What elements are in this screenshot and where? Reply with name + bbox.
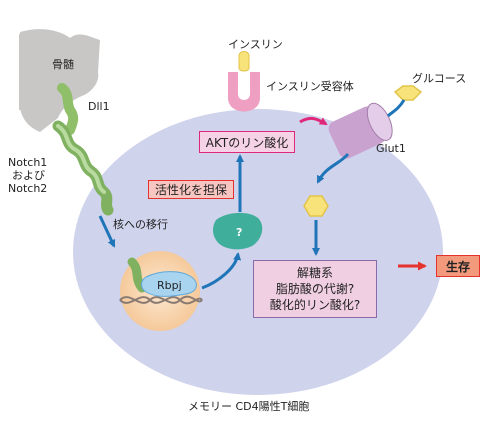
glucose-label: グルコース xyxy=(412,72,467,85)
activation-arrow xyxy=(201,252,242,290)
glucose-hex-inside xyxy=(303,195,329,217)
metabolism-box: 解糖系 脂肪酸の代謝? 酸化的リン酸化? xyxy=(253,260,377,318)
glucose-hex-outside xyxy=(393,85,423,101)
rbpj-label: Rbpj xyxy=(157,279,182,292)
notch-label-1: Notch1 xyxy=(8,156,48,169)
rbpj-protein xyxy=(141,271,197,297)
cell-label: メモリー CD4陽性T細胞 xyxy=(188,400,310,413)
akt-glut1-arrow xyxy=(299,116,328,126)
insulin-receptor-label: インスリン受容体 xyxy=(266,80,354,93)
akt-box: AKTのリン酸化 xyxy=(199,131,295,153)
bone-marrow-cell xyxy=(20,29,100,132)
unknown-label: ? xyxy=(236,226,243,239)
notch-label-3: Notch2 xyxy=(8,182,48,195)
glut1-label: Glut1 xyxy=(376,142,406,155)
unknown-factor xyxy=(213,212,263,250)
notch-label-2: および xyxy=(12,169,45,182)
translocation-arrow xyxy=(98,215,116,248)
glucose-in-arrow xyxy=(316,152,350,184)
activation-box: 活性化を担保 xyxy=(148,180,234,199)
dll1-label: Dll1 xyxy=(88,100,110,113)
insulin-label: インスリン xyxy=(228,38,283,51)
glut1-transporter xyxy=(328,102,393,159)
insulin-receptor xyxy=(228,72,260,112)
metabolism-line-3: 酸化的リン酸化? xyxy=(269,298,361,312)
notch-intracellular xyxy=(127,257,147,293)
survival-box: 生存 xyxy=(436,255,480,277)
bone-marrow-label: 骨髄 xyxy=(52,58,74,71)
metabolism-line-1: 解糖系 xyxy=(296,266,333,280)
metabolism-line-2: 脂肪酸の代謝? xyxy=(275,282,355,296)
dll1-ligand xyxy=(57,83,79,135)
nuclear-translocation-label: 核への移行 xyxy=(113,218,168,231)
insulin xyxy=(238,51,250,72)
dna-strand-b xyxy=(119,296,203,305)
glucose-uptake-arrow xyxy=(386,99,406,118)
